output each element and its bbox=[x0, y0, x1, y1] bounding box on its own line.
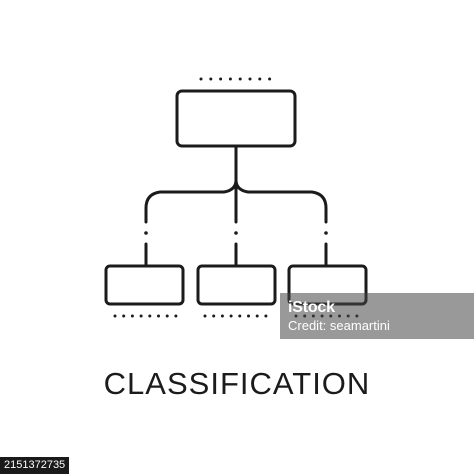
istock-logo: iStock bbox=[288, 299, 335, 316]
middle-branch-dot bbox=[234, 231, 238, 235]
child-node-middle bbox=[196, 264, 277, 306]
root-node bbox=[175, 89, 297, 148]
left-branch-connector bbox=[144, 178, 238, 224]
diagram-caption: CLASSIFICATION bbox=[103, 366, 371, 401]
right-branch-connector bbox=[234, 178, 328, 224]
child-node-left bbox=[104, 264, 185, 306]
left-branch-dot bbox=[144, 231, 148, 235]
right-branch-dot bbox=[324, 231, 328, 235]
watermark-banner: iStock Credit: seamartini bbox=[280, 293, 474, 339]
watermark-credit: Credit: seamartini bbox=[288, 318, 390, 333]
stock-id-label: 2151372735 bbox=[0, 457, 70, 474]
